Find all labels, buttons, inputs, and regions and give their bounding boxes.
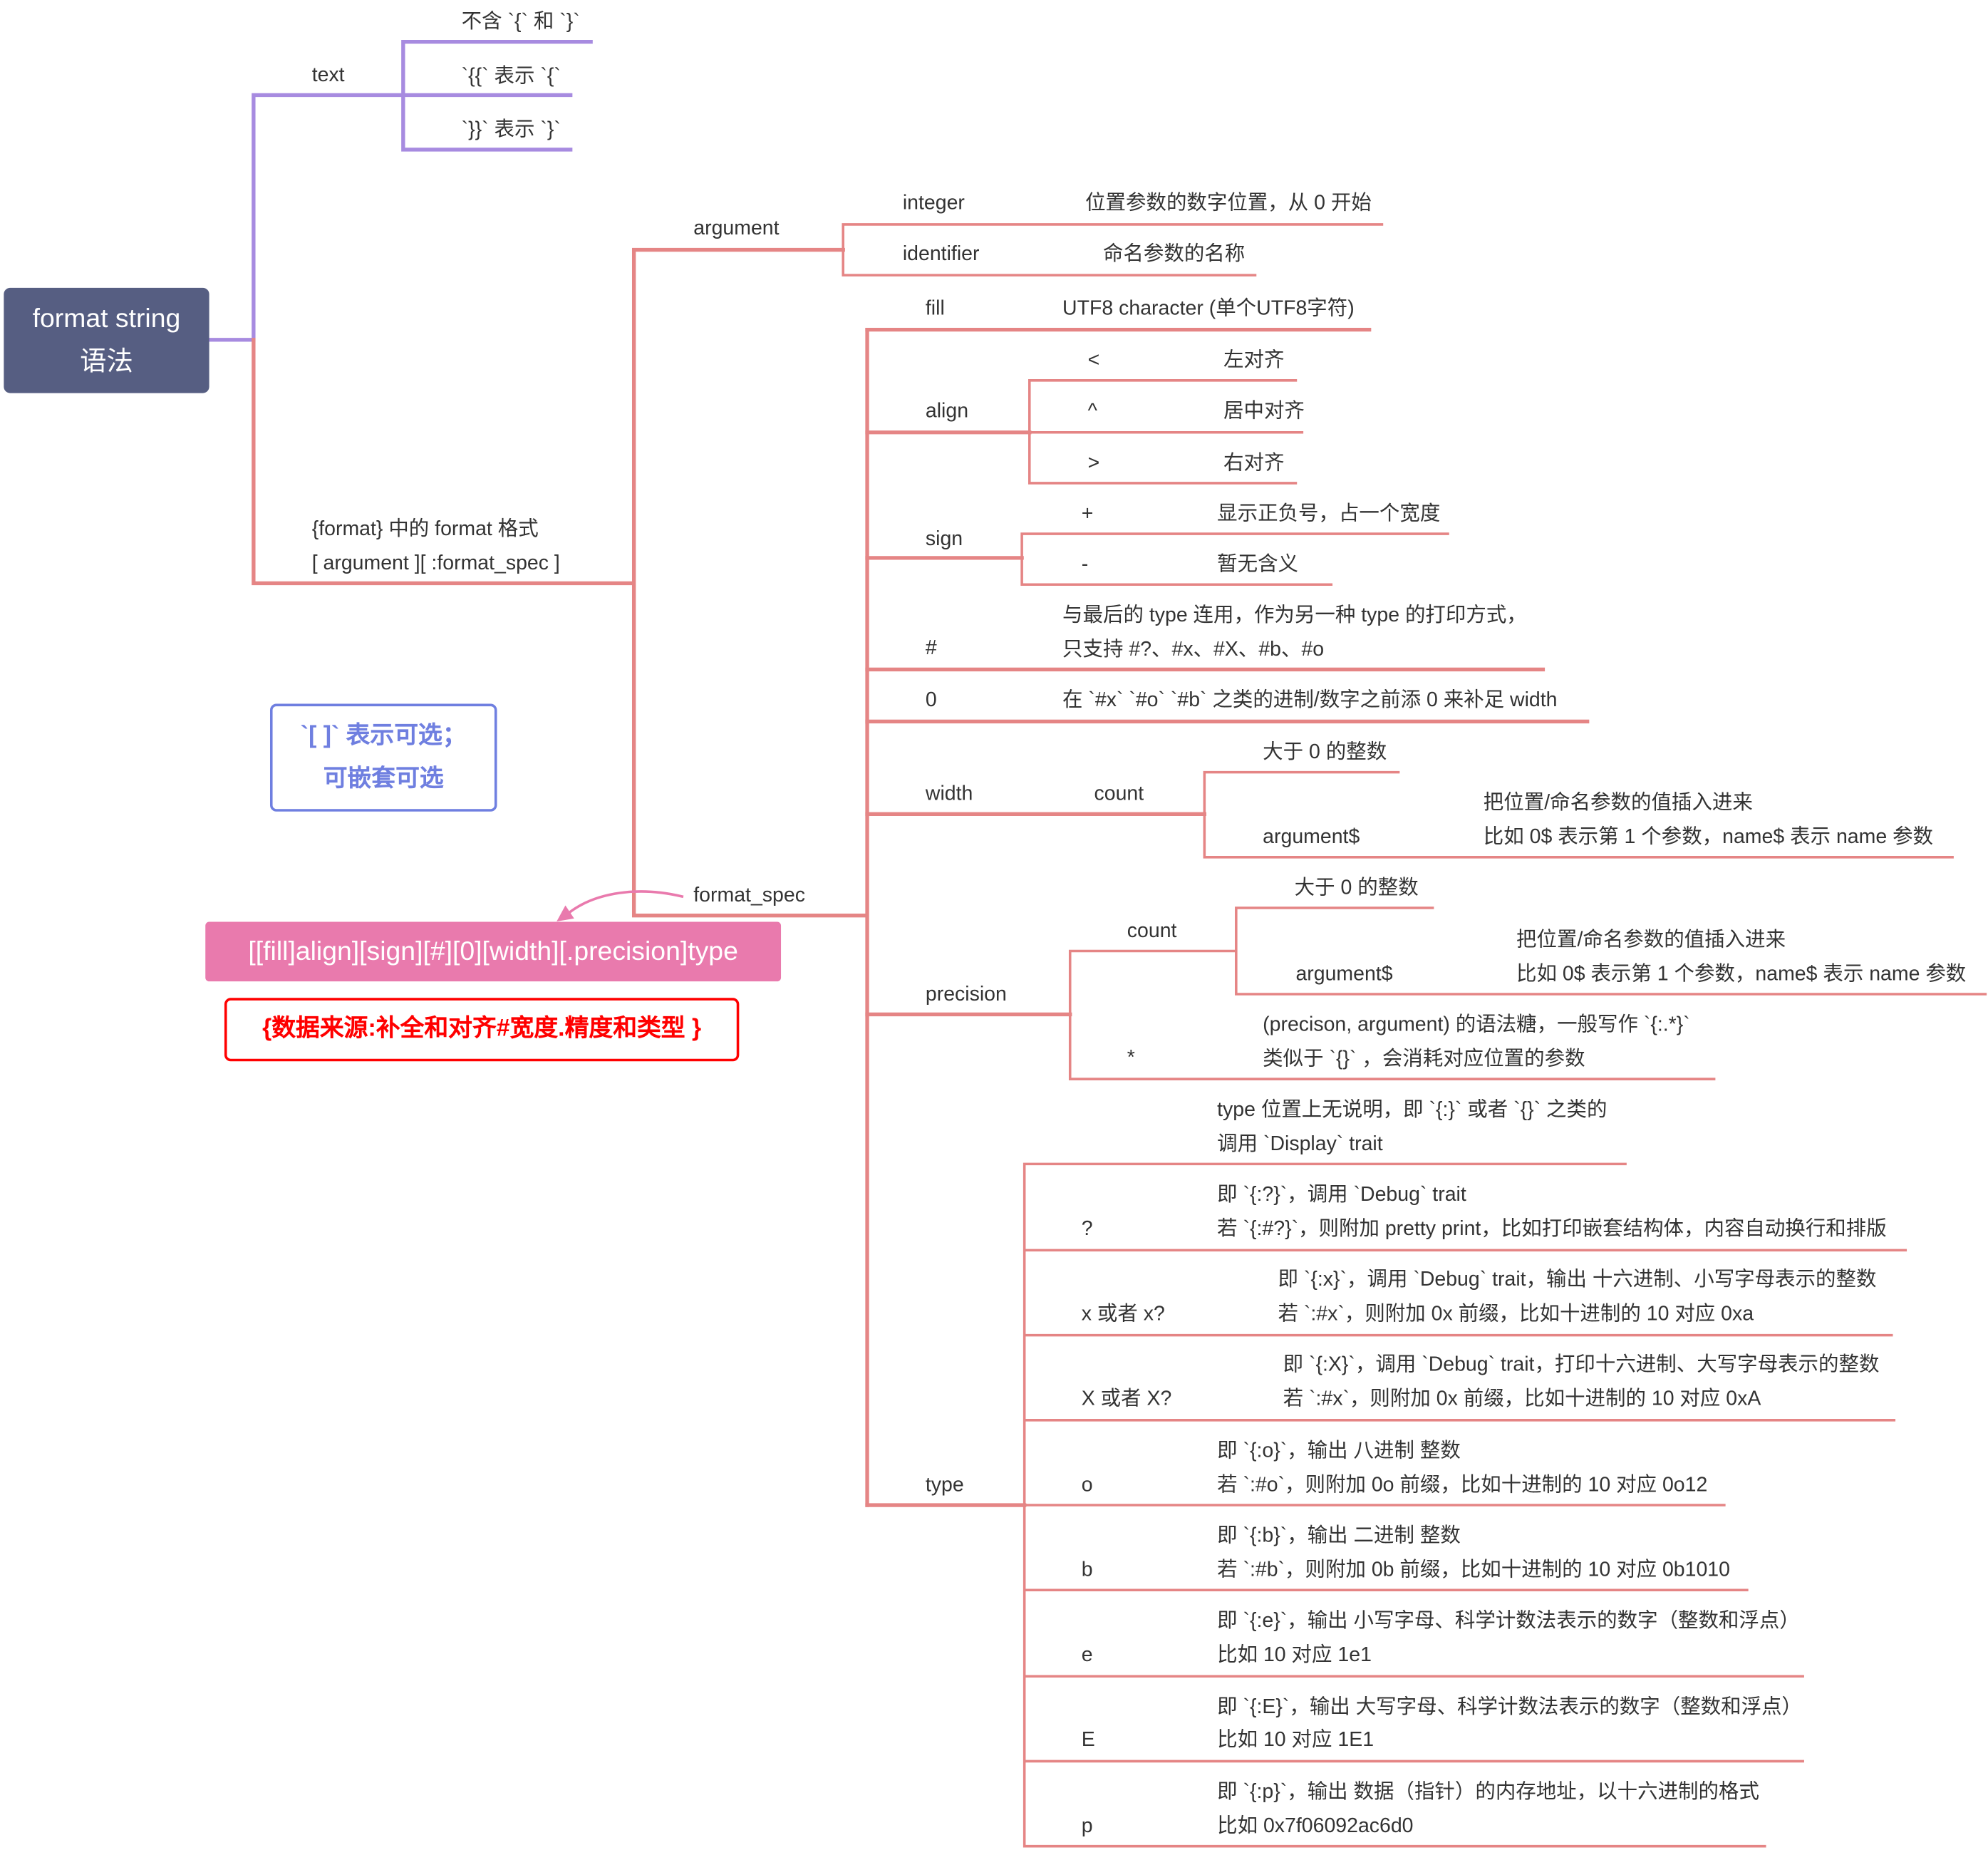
precision-argument-desc-line2: 比如 0$ 表示第 1 个参数，name$ 表示 name 参数 — [1516, 963, 1967, 986]
type-desc-line2: 调用 `Display` trait — [1217, 1133, 1383, 1155]
text-item[interactable]: 不含 `{` 和 `}` — [461, 11, 580, 33]
type-desc-line1: 即 `{:x}`，调用 `Debug` trait，输出 十六进制、小写字母表示… — [1278, 1269, 1877, 1291]
type-node[interactable]: type — [925, 1474, 964, 1497]
type-symbol[interactable]: X 或者 X? — [1081, 1388, 1172, 1410]
identifier-node[interactable]: identifier — [902, 243, 980, 265]
type-desc-line1: 即 `{:o}`，输出 八进制 整数 — [1217, 1440, 1461, 1462]
align-desc: 左对齐 — [1223, 350, 1285, 372]
zero-node[interactable]: 0 — [925, 689, 937, 712]
type-desc-line2: 若 `:#o`，则附加 0o 前缀，比如十进制的 10 对应 0o12 — [1217, 1474, 1708, 1497]
sign-desc: 显示正负号，占一个宽度 — [1217, 503, 1441, 525]
sign-node[interactable]: sign — [925, 528, 963, 551]
root-title: format string — [32, 304, 181, 334]
width-count-argument[interactable]: argument$ — [1263, 827, 1360, 849]
width-argument-desc-line1: 把位置/命名参数的值插入进来 — [1483, 792, 1753, 815]
precision-argument-desc-line1: 把位置/命名参数的值插入进来 — [1516, 929, 1786, 951]
optional-note-line1: `[ ]` 表示可选； — [300, 722, 467, 749]
sign-symbol[interactable]: - — [1081, 554, 1089, 576]
type-symbol[interactable]: E — [1081, 1729, 1095, 1752]
precision-node[interactable]: precision — [925, 983, 1007, 1006]
type-desc-line1: 即 `{:e}`，输出 小写字母、科学计数法表示的数字（整数和浮点） — [1217, 1610, 1800, 1632]
format-node-line2[interactable]: [ argument ][ :format_spec ] — [311, 552, 560, 575]
optional-note-line2: 可嵌套可选 — [323, 765, 444, 792]
identifier-desc: 命名参数的名称 — [1102, 243, 1246, 265]
type-symbol[interactable]: x 或者 x? — [1081, 1303, 1165, 1326]
text-branch-lines — [207, 40, 593, 342]
type-desc-line1: 即 `{:E}`，输出 大写字母、科学计数法表示的数字（整数和浮点） — [1217, 1696, 1803, 1718]
precision-star-node[interactable]: * — [1127, 1047, 1135, 1069]
precision-count-node[interactable]: count — [1127, 920, 1177, 943]
format-node-line1[interactable]: {format} 中的 format 格式 — [311, 518, 539, 540]
precision-star-desc-line2: 类似于 `{}` ，会消耗对应位置的参数 — [1263, 1048, 1585, 1070]
zero-desc: 在 `#x` `#o` `#b` 之类的进制/数字之前添 0 来补足 width — [1062, 689, 1558, 712]
width-count-node[interactable]: count — [1094, 783, 1144, 805]
type-desc-line1: 即 `{:?}`，调用 `Debug` trait — [1217, 1184, 1466, 1206]
align-symbol[interactable]: < — [1087, 350, 1100, 372]
align-node[interactable]: align — [925, 401, 969, 423]
text-node[interactable]: text — [311, 64, 345, 86]
hash-node[interactable]: # — [925, 637, 937, 660]
text-item[interactable]: `{{` 表示 `{` — [461, 66, 561, 88]
align-desc: 右对齐 — [1223, 453, 1285, 475]
text-item[interactable]: `}}` 表示 `}` — [461, 119, 561, 141]
optional-note[interactable]: `[ ]` 表示可选； 可嵌套可选 — [269, 703, 497, 812]
root-node[interactable]: format string 语法 — [4, 287, 209, 393]
integer-desc: 位置参数的数字位置，从 0 开始 — [1085, 192, 1372, 215]
type-desc-line1: 即 `{:p}`，输出 数据（指针）的内存地址，以十六进制的格式 — [1217, 1781, 1759, 1804]
type-desc-line1: 即 `{:b}`，输出 二进制 整数 — [1217, 1525, 1461, 1547]
align-symbol[interactable]: ^ — [1087, 401, 1098, 423]
leaf-lines — [842, 223, 1987, 1848]
type-desc-line2: 比如 10 对应 1E1 — [1217, 1729, 1374, 1752]
type-symbol[interactable]: b — [1081, 1559, 1093, 1581]
type-desc-line2: 若 `{:#?}`，则附加 pretty print，比如打印嵌套结构体，内容自… — [1217, 1218, 1887, 1241]
type-desc-line2: 若 `:#b`，则附加 0b 前缀，比如十进制的 10 对应 0b1010 — [1217, 1559, 1730, 1581]
type-desc-line1: type 位置上无说明，即 `{:}` 或者 `{}` 之类的 — [1217, 1099, 1608, 1121]
sign-symbol[interactable]: + — [1081, 503, 1094, 525]
align-desc: 居中对齐 — [1223, 401, 1305, 423]
align-symbol[interactable]: > — [1087, 453, 1100, 475]
type-desc-line2: 比如 0x7f06092ac6d0 — [1217, 1815, 1414, 1838]
spec-summary-node[interactable]: [[fill]align][sign][#][0][width][.precis… — [205, 921, 782, 982]
precision-count-integer: 大于 0 的整数 — [1294, 877, 1419, 899]
source-note[interactable]: {数据来源:补全和对齐#宽度.精度和类型 } — [224, 998, 740, 1062]
width-node[interactable]: width — [925, 783, 973, 805]
format-branch-lines — [252, 247, 1590, 1507]
type-desc-line1: 即 `{:X}`，调用 `Debug` trait，打印十六进制、大写字母表示的… — [1283, 1354, 1880, 1376]
type-desc-line2: 比如 10 对应 1e1 — [1217, 1644, 1372, 1667]
width-argument-desc-line2: 比如 0$ 表示第 1 个参数，name$ 表示 name 参数 — [1483, 827, 1934, 849]
root-subtitle: 语法 — [80, 346, 133, 376]
argument-node[interactable]: argument — [693, 218, 780, 240]
fill-desc: UTF8 character (单个UTF8字符) — [1062, 298, 1355, 320]
width-count-integer: 大于 0 的整数 — [1263, 741, 1387, 764]
type-symbol[interactable]: e — [1081, 1644, 1093, 1667]
precision-star-desc-line1: (precison, argument) 的语法糖，一般写作 `{:.*}` — [1263, 1014, 1690, 1036]
type-desc-line2: 若 `:#x`，则附加 0x 前缀，比如十进制的 10 对应 0xA — [1283, 1388, 1761, 1410]
fill-node[interactable]: fill — [925, 298, 945, 320]
type-symbol[interactable]: p — [1081, 1815, 1093, 1838]
type-symbol[interactable]: ? — [1081, 1218, 1093, 1241]
type-symbol[interactable]: o — [1081, 1474, 1093, 1497]
sign-desc: 暂无含义 — [1217, 554, 1299, 576]
integer-node[interactable]: integer — [902, 192, 965, 215]
format-spec-node[interactable]: format_spec — [693, 884, 805, 907]
hash-desc-line1: 与最后的 type 连用，作为另一种 type 的打印方式， — [1062, 604, 1527, 626]
hash-desc-line2: 只支持 #?、#x、#X、#b、#o — [1062, 639, 1325, 661]
arrow-head-icon — [556, 905, 574, 921]
type-desc-line2: 若 `:#x`，则附加 0x 前缀，比如十进制的 10 对应 0xa — [1278, 1303, 1754, 1326]
spec-arrow — [562, 890, 684, 919]
precision-count-argument[interactable]: argument$ — [1295, 963, 1393, 986]
